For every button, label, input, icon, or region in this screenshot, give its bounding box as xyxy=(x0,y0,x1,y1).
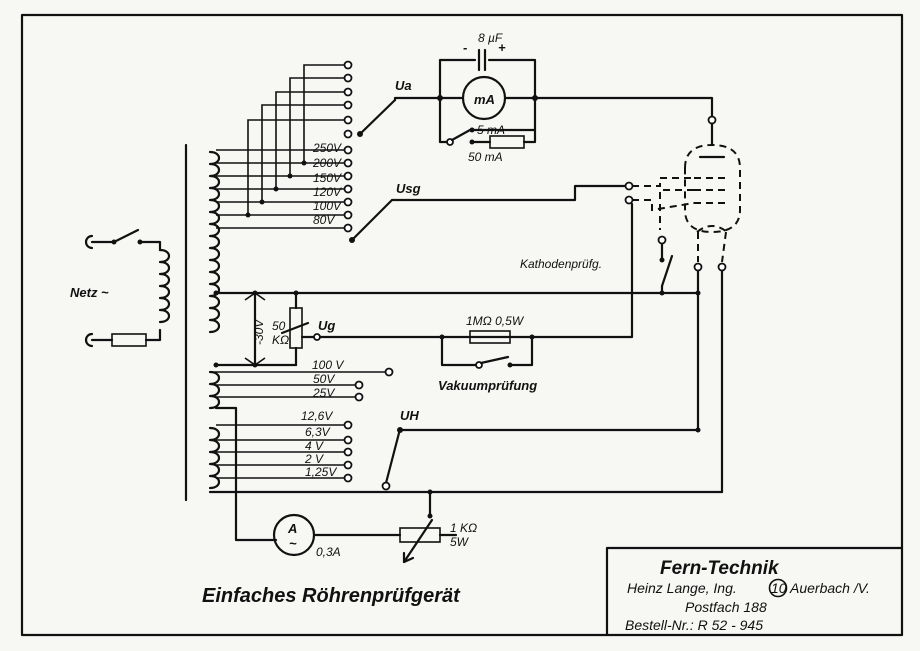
meter-section xyxy=(437,48,714,149)
aux-tap-label: 25V xyxy=(312,386,335,400)
pot-value-label: 50 xyxy=(272,319,286,333)
grid-range-label: -30V xyxy=(252,319,266,345)
postal-zone: 10 xyxy=(771,580,787,596)
heater-tap-label: 12,6V xyxy=(301,409,333,423)
tube xyxy=(632,115,741,263)
ua-tap-label: 200V xyxy=(312,156,342,170)
secondary-winding-aux xyxy=(208,370,221,410)
order-number: Bestell-Nr.: R 52 - 945 xyxy=(625,617,763,633)
aux-tap-label: 50V xyxy=(313,372,335,386)
company-engineer: Heinz Lange, Ing. xyxy=(627,580,737,596)
aux-tap-label: 100 V xyxy=(312,358,344,372)
drawing-frame xyxy=(20,13,904,637)
aux-taps xyxy=(210,367,394,542)
range-50ma-label: 50 mA xyxy=(468,150,503,164)
ua-tap-label: 100V xyxy=(313,199,342,213)
vacuum-resistor-label: 1MΩ 0,5W xyxy=(466,314,525,328)
heater-tap-label: 2 V xyxy=(304,452,324,466)
grid-bias-section xyxy=(213,202,634,369)
postal-zone-circle xyxy=(768,578,788,598)
ua-label: Ua xyxy=(395,78,412,93)
heater-tap-label: 6,3V xyxy=(305,425,331,439)
heater-pot-power: 5W xyxy=(450,535,470,549)
ammeter-ac-symbol: ~ xyxy=(289,536,297,551)
vacuum-test-resistor xyxy=(469,330,511,344)
heater-tap-label: 1,25V xyxy=(305,465,337,479)
capacitor-label: 8 µF xyxy=(478,31,503,45)
pot-unit-label: KΩ xyxy=(272,333,289,347)
ug-label: Ug xyxy=(318,318,335,333)
secondary-winding-heater xyxy=(208,426,221,490)
ua-tap-label: 120V xyxy=(313,185,342,199)
mains-label: Netz ~ xyxy=(70,285,109,300)
ua-switch-contacts xyxy=(343,60,353,233)
cathode-test-label: Kathodenprüfg. xyxy=(520,257,602,271)
capacitor-minus: - xyxy=(463,40,467,55)
uh-label: UH xyxy=(400,408,419,423)
heater-switch-arm xyxy=(384,431,401,485)
ua-tap-label: 250V xyxy=(312,141,342,155)
ammeter-symbol: A xyxy=(287,521,297,536)
secondary-winding-upper xyxy=(208,150,221,334)
capacitor-plus: + xyxy=(498,40,506,55)
heater-pot-value: 1 KΩ xyxy=(450,521,477,535)
range-5ma-label: 5 mA xyxy=(477,123,505,137)
ua-tap-label: 150V xyxy=(313,171,342,185)
primary-winding xyxy=(158,248,171,324)
company-po-box: Postfach 188 xyxy=(685,599,767,615)
cathode-test-switch xyxy=(660,254,674,288)
heater-tap-label: 4 V xyxy=(305,439,324,453)
ua-tap-lines xyxy=(216,64,345,229)
drawing-title: Einfaches Röhrenprüfgerät xyxy=(202,585,461,607)
ua-switch-arm xyxy=(358,98,397,136)
mains-fuse xyxy=(111,333,147,347)
usg-label: Usg xyxy=(396,181,421,196)
ammeter-value: 0,3A xyxy=(316,545,341,559)
usg-switch-arm xyxy=(350,198,394,242)
tube-envelope xyxy=(684,143,741,234)
mains-switch xyxy=(112,228,140,244)
company-city: Auerbach /V. xyxy=(789,580,870,596)
mains-input xyxy=(84,228,171,348)
ua-tap-label: 80V xyxy=(313,213,335,227)
vacuum-test-label: Vakuumprüfung xyxy=(438,378,537,393)
title-block-frame xyxy=(605,546,904,637)
milliammeter-symbol: mA xyxy=(474,92,495,107)
heater-taps xyxy=(208,420,403,494)
shunt-resistor xyxy=(489,135,525,149)
vacuum-test-switch xyxy=(479,355,510,365)
company-name: Fern-Technik xyxy=(660,558,780,579)
